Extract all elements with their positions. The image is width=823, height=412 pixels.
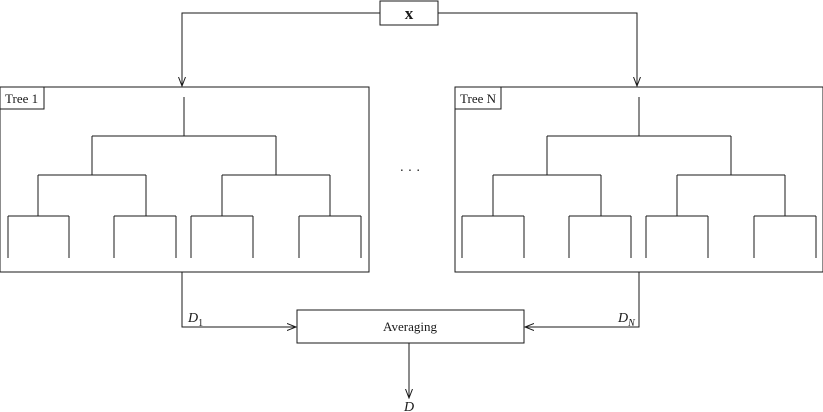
averaging-label: Averaging: [383, 319, 437, 334]
tree-n-label: Tree N: [460, 91, 497, 106]
tree-1-label: Tree 1: [5, 91, 38, 106]
final-output-label: D: [403, 400, 414, 412]
tree-1-to-averaging-arrow: [181, 272, 296, 327]
averaging-node: Averaging: [296, 309, 525, 344]
tree-1-branches: [7, 97, 362, 258]
tree-n-output-label: DN: [617, 311, 636, 329]
input-node: x: [379, 0, 439, 26]
tree-1: Tree 1: [0, 86, 370, 273]
tree-1-output-label: D1: [187, 311, 203, 329]
tree-n-to-averaging-arrow: [525, 272, 640, 327]
tree-n: Tree N: [454, 86, 823, 273]
tree-n-branches: [461, 97, 817, 258]
input-label: x: [405, 4, 414, 23]
input-to-tree-n-arrow: [438, 12, 637, 86]
tree-1-label-box: [0, 86, 45, 110]
input-to-tree-1-arrow: [182, 12, 380, 86]
ellipsis: · · ·: [400, 164, 421, 179]
tree-n-label-box: [454, 86, 502, 110]
averaging-box: [296, 309, 525, 344]
